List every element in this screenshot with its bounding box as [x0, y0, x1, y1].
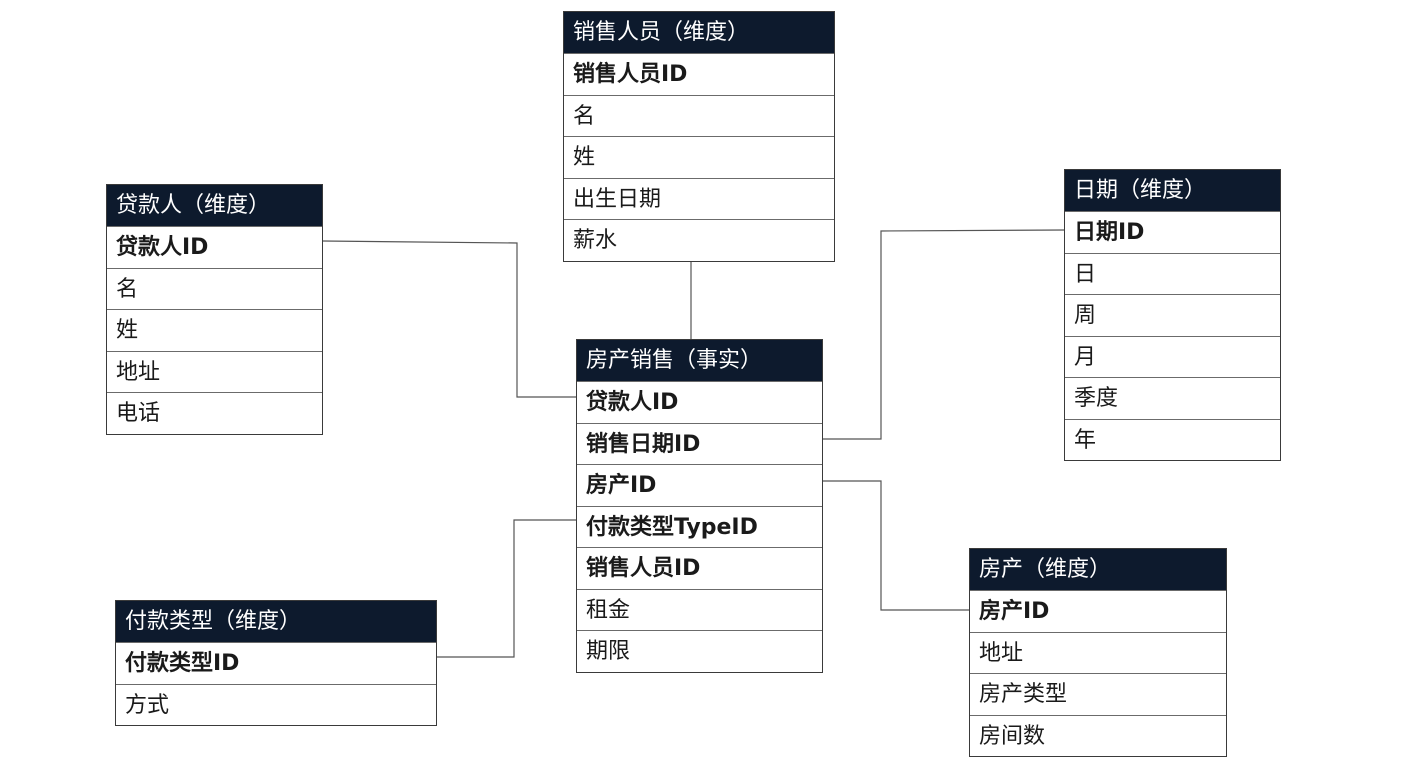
connector-borrower-to-fact	[322, 240, 576, 398]
field-row: 租金	[577, 588, 822, 631]
key-field-row: 销售日期ID	[577, 422, 822, 465]
field-row: 方式	[116, 683, 436, 726]
key-field-row: 销售人员ID	[564, 53, 834, 95]
key-field-row: 房产ID	[970, 590, 1226, 632]
property-table-title: 房产（维度）	[970, 549, 1226, 590]
field-row: 房间数	[970, 714, 1226, 757]
field-row: 周	[1065, 294, 1280, 336]
field-row: 季度	[1065, 377, 1280, 419]
key-field-row: 贷款人ID	[107, 226, 322, 268]
key-field-row: 房产ID	[577, 464, 822, 506]
key-field-row: 付款类型ID	[116, 642, 436, 684]
field-row: 姓	[107, 309, 322, 351]
field-row: 月	[1065, 335, 1280, 378]
field-row: 姓	[564, 136, 834, 178]
field-row: 电话	[107, 392, 322, 434]
connector-payment-type-to-fact	[437, 519, 576, 658]
property-sales-table-title: 房产销售（事实）	[577, 340, 822, 381]
field-row: 期限	[577, 630, 822, 672]
connector-property-to-fact	[822, 480, 969, 611]
field-row: 地址	[107, 350, 322, 393]
field-row: 薪水	[564, 219, 834, 261]
connector-date-to-fact	[822, 229, 1065, 440]
key-field-row: 销售人员ID	[577, 547, 822, 589]
salesperson-table-title: 销售人员（维度）	[564, 12, 834, 53]
field-row: 年	[1065, 418, 1280, 461]
key-field-row: 付款类型TypeID	[577, 505, 822, 548]
field-row: 出生日期	[564, 177, 834, 220]
key-field-row: 日期ID	[1065, 211, 1280, 253]
field-row: 地址	[970, 631, 1226, 674]
date-table-title: 日期（维度）	[1065, 170, 1280, 211]
key-field-row: 贷款人ID	[577, 381, 822, 423]
field-row: 名	[564, 94, 834, 137]
field-row: 房产类型	[970, 673, 1226, 715]
borrower-table-title: 贷款人（维度）	[107, 185, 322, 226]
field-row: 日	[1065, 252, 1280, 295]
field-row: 名	[107, 267, 322, 310]
payment-type-table-title: 付款类型（维度）	[116, 601, 436, 642]
